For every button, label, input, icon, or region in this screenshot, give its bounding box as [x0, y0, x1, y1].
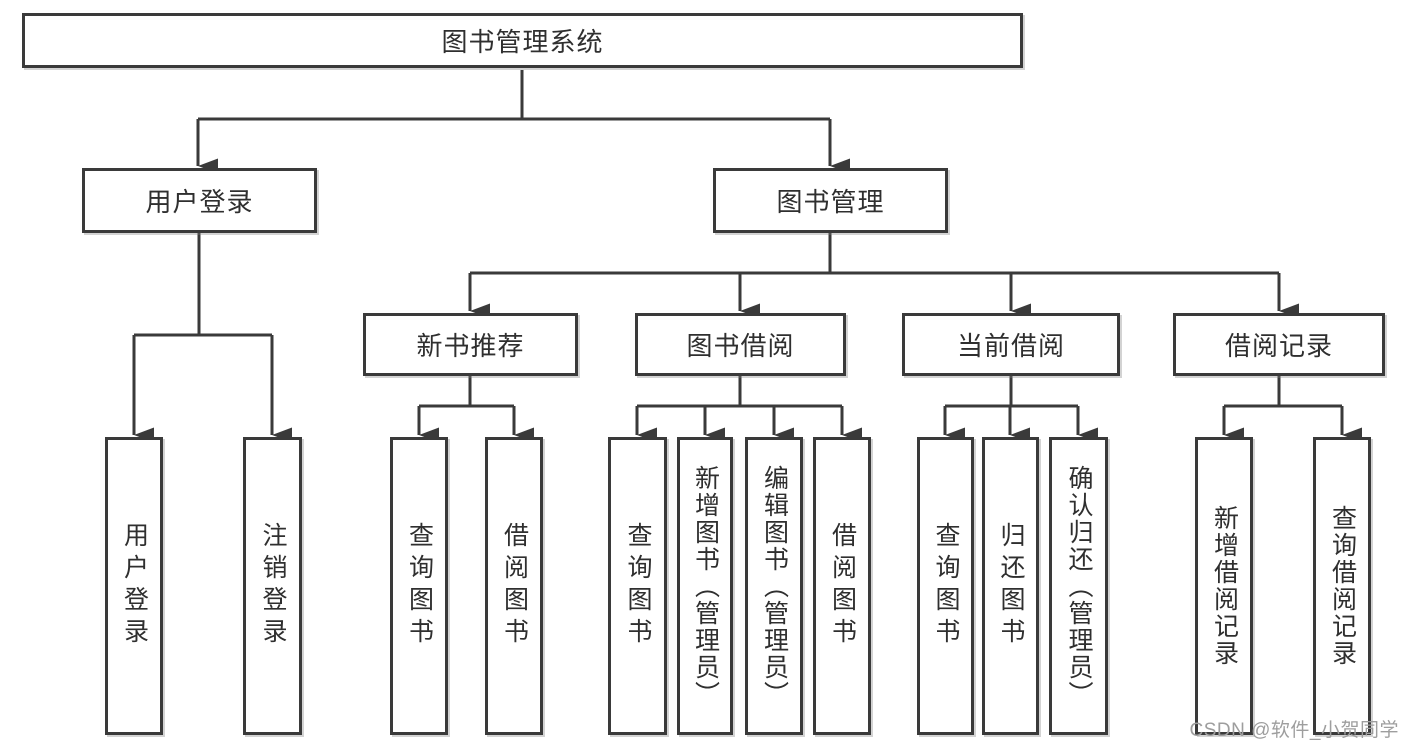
leaf-label: 注销登录 [259, 522, 287, 650]
leaf-label: 查询借阅记录 [1328, 505, 1357, 667]
leaf-query-books-current: 查询图书 [917, 437, 974, 735]
leaf-add-books-admin: 新增图书（管理员） [677, 437, 733, 735]
leaf-label: 用户登录 [120, 522, 149, 650]
leaf-user-login: 用户登录 [105, 437, 163, 735]
watermark: CSDN @软件_小贺同学 [1189, 720, 1399, 741]
leaf-query-books-borrow: 查询图书 [608, 437, 667, 735]
leaf-label: 借阅图书 [828, 522, 857, 650]
leaf-label: 编辑图书（管理员） [760, 464, 789, 708]
node-new-book-recommendation: 新书推荐 [363, 313, 578, 376]
leaf-edit-books-admin: 编辑图书（管理员） [745, 437, 803, 735]
leaf-confirm-return-admin: 确认归还（管理员） [1049, 437, 1108, 735]
node-borrowing-records: 借阅记录 [1173, 313, 1385, 376]
leaf-borrow-books: 借阅图书 [813, 437, 871, 735]
leaf-label: 确认归还（管理员） [1065, 464, 1093, 708]
leaf-logout-login: 注销登录 [243, 437, 302, 735]
node-library-management-system: 图书管理系统 [22, 13, 1023, 68]
node-book-management: 图书管理 [713, 168, 948, 233]
leaf-label: 查询图书 [405, 522, 434, 650]
leaf-label: 查询图书 [624, 522, 652, 650]
leaf-label: 借阅图书 [500, 522, 529, 650]
leaf-query-borrow-record: 查询借阅记录 [1313, 437, 1371, 735]
leaf-label: 查询图书 [932, 522, 960, 650]
node-user-login: 用户登录 [82, 168, 317, 233]
leaf-borrow-books-recommend: 借阅图书 [485, 437, 543, 735]
node-book-borrowing: 图书借阅 [635, 313, 846, 376]
leaf-label: 新增图书（管理员） [691, 464, 720, 708]
leaf-return-books: 归还图书 [982, 437, 1039, 735]
leaf-label: 归还图书 [997, 522, 1025, 650]
leaf-label: 新增借阅记录 [1210, 505, 1239, 667]
node-current-borrowing: 当前借阅 [902, 313, 1120, 376]
leaf-add-borrow-record: 新增借阅记录 [1195, 437, 1253, 735]
leaf-query-books-recommend: 查询图书 [390, 437, 448, 735]
